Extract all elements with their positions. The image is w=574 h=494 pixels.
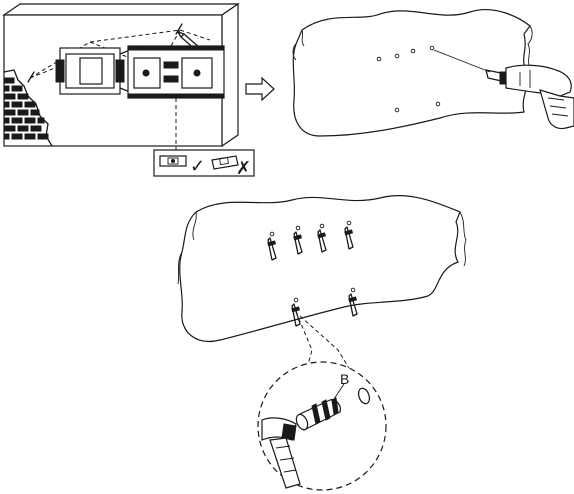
level-tilted-icon: [211, 155, 239, 170]
wall-bracket-icon: [55, 45, 225, 99]
wall-anchor-icon: [348, 287, 358, 317]
step-1-mark-holes-panel: ✓ ✗: [2, 2, 255, 178]
drill-icon: [433, 49, 574, 130]
step-2-drill-holes-panel: [292, 9, 574, 137]
drilled-holes: [376, 45, 441, 113]
level-check-inset: ✓ ✗: [153, 149, 255, 178]
level-straight-icon: [159, 155, 187, 167]
level-bad-cross-icon: ✗: [236, 158, 251, 178]
wall-anchor-icon: [293, 225, 303, 255]
anchor-detail-inset: B: [257, 361, 387, 491]
level-ok-check-icon: ✓: [190, 156, 205, 176]
wall-anchor-icon: [291, 297, 301, 327]
anchor-plug-icon: [295, 397, 341, 431]
step-3-insert-anchors-panel: B: [177, 195, 467, 491]
wall-anchor-icon: [344, 220, 354, 250]
wall-anchor-icon: [267, 231, 277, 261]
pencil-mark-icon: [27, 71, 35, 83]
wall-anchor-icon: [317, 223, 327, 253]
wall-hole-icon: [357, 387, 371, 405]
next-step-arrow-icon: [245, 76, 275, 102]
callout-label-b: B: [340, 371, 349, 387]
hammer-icon: [261, 417, 301, 489]
brick-texture: [3, 69, 53, 147]
